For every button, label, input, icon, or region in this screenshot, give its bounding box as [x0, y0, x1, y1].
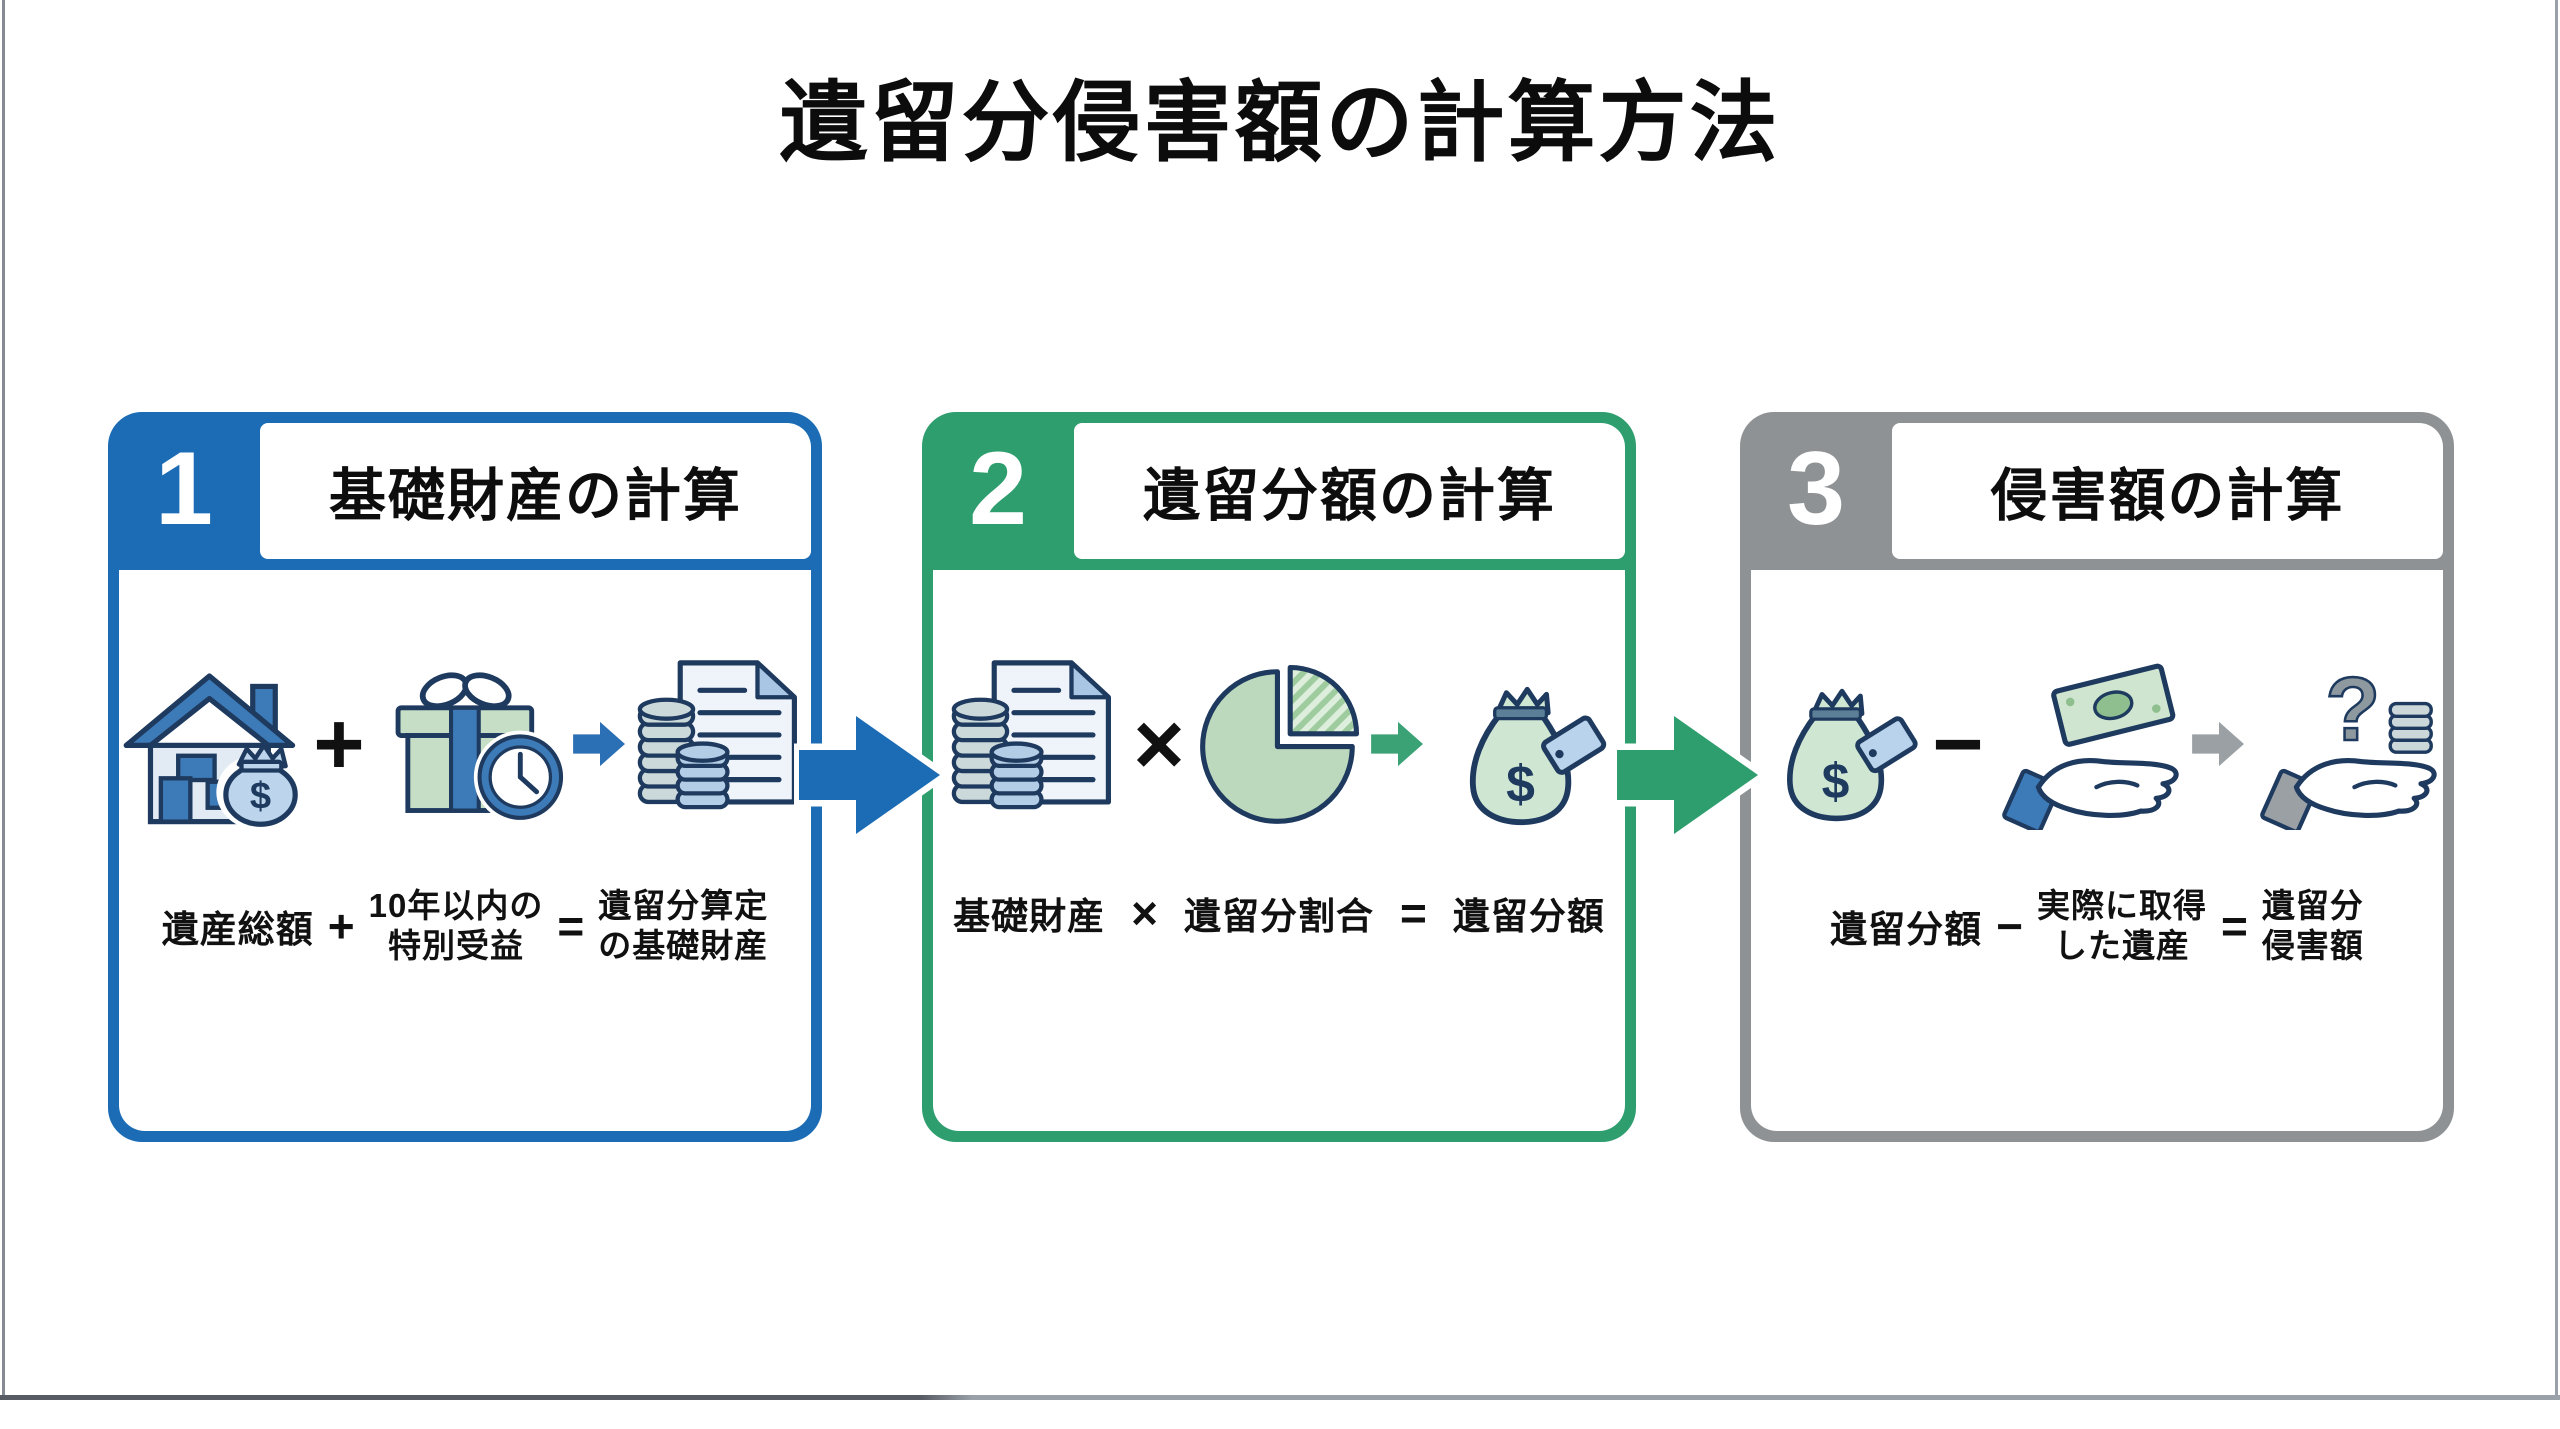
formula-row: 遺留分額 − 実際に取得 した遺産 = 遺留分 侵害額 — [1751, 886, 2443, 967]
frame-border-left — [2, 0, 5, 1398]
small-arrow-icon — [2191, 720, 2246, 768]
icons-row: × — [933, 626, 1625, 862]
frame-border-right — [2555, 0, 2558, 1398]
house-and-money-bag-icon: $ — [121, 662, 304, 830]
icons-row: $ + — [119, 626, 811, 862]
formula-operator: + — [327, 900, 355, 953]
formula-equals: = — [2221, 900, 2248, 953]
step-heading: 遺留分額の計算 — [1074, 423, 1625, 559]
formula-result: 遺留分算定 の基礎財産 — [598, 887, 769, 965]
money-bag-with-tag-icon: $ — [1750, 664, 1922, 824]
small-arrow-icon — [1370, 720, 1425, 768]
svg-text:$: $ — [1506, 754, 1535, 812]
svg-text:$: $ — [1822, 753, 1850, 809]
minus-operator: − — [1932, 694, 1984, 793]
step-box-3: 3 侵害額の計算 $ − — [1740, 412, 2454, 1142]
money-bag-with-tag-icon: $ — [1431, 661, 1611, 828]
pie-chart-icon — [1195, 659, 1365, 829]
multiply-operator: × — [1133, 694, 1185, 793]
formula-equals: = — [557, 900, 585, 953]
step-body: $ − — [1751, 570, 2443, 1131]
formula-term: 遺留分割合 — [1184, 896, 1374, 937]
svg-text:?: ? — [2325, 659, 2380, 759]
formula-term: 基礎財産 — [953, 896, 1106, 937]
step-body: $ + — [119, 570, 811, 1131]
step-number: 1 — [155, 430, 213, 547]
formula-row: 基礎財産 × 遺留分割合 = 遺留分額 — [933, 886, 1625, 940]
formula-term: 遺産総額 — [161, 909, 314, 951]
formula-result: 遺留分額 — [1452, 896, 1605, 937]
formula-term: 10年以内の 特別受益 — [368, 887, 544, 965]
frame-border-bottom — [0, 1395, 2560, 1400]
hand-receiving-money-icon — [1994, 659, 2186, 834]
formula-result: 遺留分 侵害額 — [2261, 887, 2364, 965]
formula-row: 遺産総額 + 10年以内の 特別受益 = 遺留分算定 の基礎財産 — [119, 886, 811, 967]
svg-text:$: $ — [250, 774, 271, 817]
step-heading: 基礎財産の計算 — [260, 423, 811, 559]
formula-term: 遺留分額 — [1830, 909, 1983, 951]
coins-and-document-icon — [947, 656, 1123, 832]
formula-equals: = — [1400, 887, 1427, 939]
plus-operator: + — [313, 694, 365, 793]
formula-operator: × — [1131, 887, 1158, 939]
gift-and-clock-icon — [375, 663, 567, 826]
coins-and-document-icon — [633, 656, 809, 832]
formula-term: 実際に取得 した遺産 — [2037, 887, 2207, 965]
step-number: 2 — [969, 430, 1027, 547]
step-number: 3 — [1787, 430, 1845, 547]
step-body: × — [933, 570, 1625, 1131]
step-heading: 侵害額の計算 — [1892, 423, 2443, 559]
small-arrow-icon — [572, 720, 627, 768]
hand-with-question-and-coins-icon: ? — [2252, 657, 2444, 834]
step-box-2: 2 遺留分額の計算 — [922, 412, 1636, 1142]
flow-arrow-blue-icon — [792, 698, 952, 852]
step-box-1: 1 基礎財産の計算 $ — [108, 412, 822, 1142]
page-title: 遺留分侵害額の計算方法 — [779, 73, 1781, 172]
flow-arrow-green-icon — [1610, 698, 1770, 852]
icons-row: $ − — [1751, 626, 2443, 862]
formula-operator: − — [1996, 900, 2023, 953]
